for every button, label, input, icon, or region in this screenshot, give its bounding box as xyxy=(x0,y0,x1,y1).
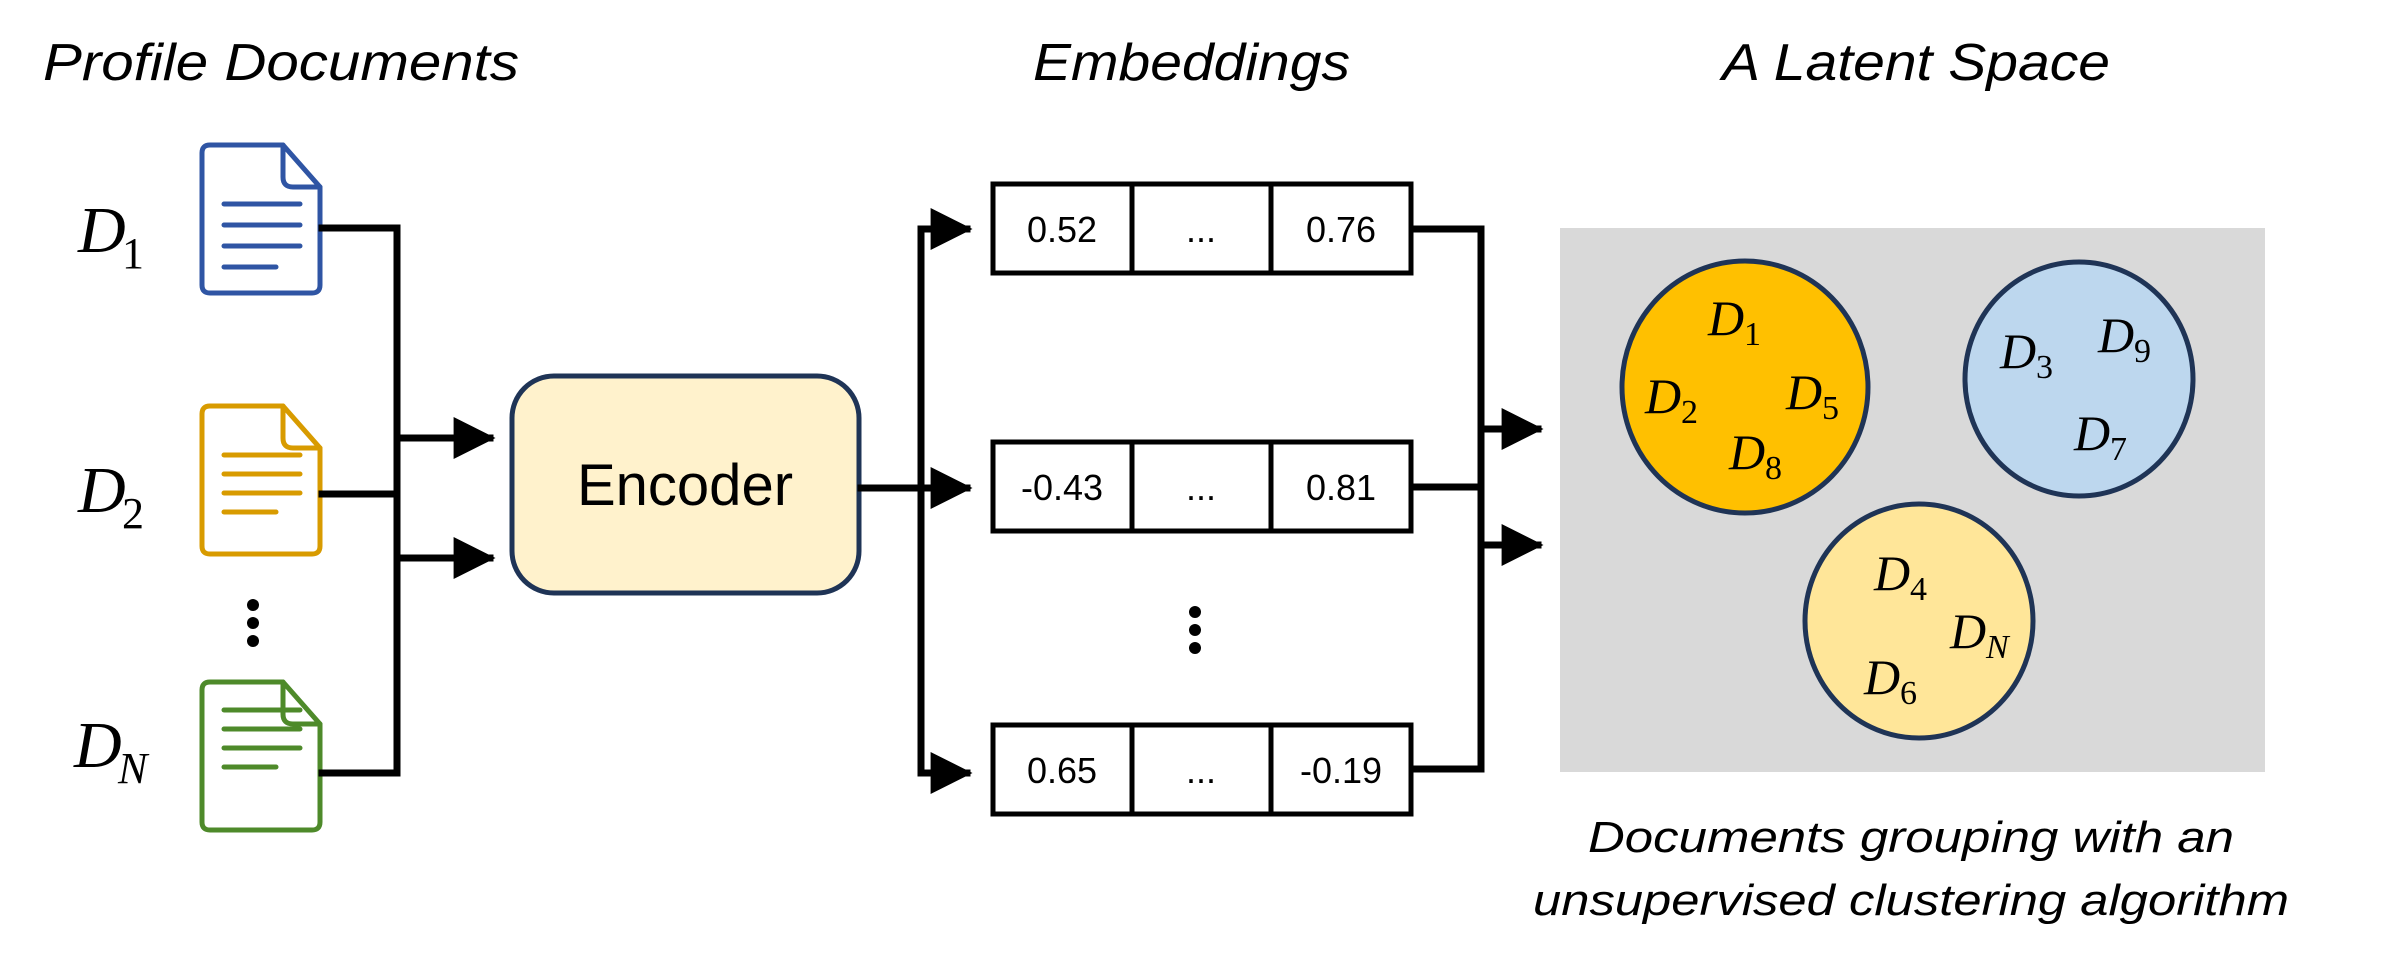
document-icon-d1 xyxy=(199,142,323,296)
document-icon-d2 xyxy=(199,403,323,557)
svg-text:8: 8 xyxy=(1765,450,1782,487)
svg-text:2: 2 xyxy=(1681,394,1698,431)
embedding-cell: ... xyxy=(1186,750,1216,791)
embedding-cell: -0.43 xyxy=(1021,467,1103,508)
latent-space-caption-line2: unsupervised clustering algorithm xyxy=(1533,876,2289,925)
embeddings-to-latent-connector xyxy=(1409,225,1544,773)
header-latent-space: A Latent Space xyxy=(1719,34,2110,92)
svg-text:D: D xyxy=(2073,405,2110,461)
svg-text:D: D xyxy=(77,194,126,267)
embedding-vector-2: -0.43 ... 0.81 xyxy=(990,439,1414,534)
svg-text:6: 6 xyxy=(1900,675,1917,712)
svg-text:D: D xyxy=(2097,307,2134,363)
svg-text:5: 5 xyxy=(1822,390,1839,427)
svg-text:1: 1 xyxy=(1744,316,1761,353)
embedding-cell: 0.52 xyxy=(1027,209,1097,250)
svg-text:D: D xyxy=(1999,323,2036,379)
doc-label-dn: D N xyxy=(73,709,150,793)
svg-text:D: D xyxy=(1728,424,1765,480)
svg-text:D: D xyxy=(1873,545,1910,601)
svg-text:N: N xyxy=(117,744,150,793)
svg-text:D: D xyxy=(1644,368,1681,424)
latent-space-caption-line1: Documents grouping with an xyxy=(1588,813,2234,862)
svg-text:D: D xyxy=(73,709,122,782)
svg-text:3: 3 xyxy=(2036,349,2053,386)
embedding-cell: ... xyxy=(1186,467,1216,508)
embeddings-ellipsis xyxy=(1189,606,1201,654)
encoder-label: Encoder xyxy=(577,453,793,518)
encoder-to-embeddings-connector xyxy=(857,208,973,794)
svg-text:4: 4 xyxy=(1910,571,1927,608)
embedding-cell: -0.19 xyxy=(1300,750,1382,791)
header-profile-documents: Profile Documents xyxy=(43,34,519,92)
documents-to-encoder-connector xyxy=(318,224,496,777)
embedding-cell: ... xyxy=(1186,209,1216,250)
document-icon-dn xyxy=(199,679,323,833)
svg-text:7: 7 xyxy=(2110,431,2127,468)
embedding-cell: 0.81 xyxy=(1306,467,1376,508)
svg-text:D: D xyxy=(1785,364,1822,420)
embedding-vector-1: 0.52 ... 0.76 xyxy=(990,181,1414,276)
encoder-block: Encoder xyxy=(509,373,862,596)
header-embeddings: Embeddings xyxy=(1033,34,1350,92)
svg-text:1: 1 xyxy=(122,229,144,278)
svg-text:D: D xyxy=(1949,603,1986,659)
svg-text:2: 2 xyxy=(122,489,144,538)
svg-text:D: D xyxy=(1863,649,1900,705)
doc-label-d2: D 2 xyxy=(77,454,144,538)
svg-text:9: 9 xyxy=(2134,333,2151,370)
doc-label-d1: D 1 xyxy=(77,194,144,278)
svg-text:N: N xyxy=(1985,629,2011,666)
embedding-cell: 0.65 xyxy=(1027,750,1097,791)
svg-text:D: D xyxy=(77,454,126,527)
svg-text:D: D xyxy=(1707,290,1744,346)
documents-ellipsis xyxy=(247,599,259,647)
embedding-vector-3: 0.65 ... -0.19 xyxy=(990,722,1414,817)
embedding-cell: 0.76 xyxy=(1306,209,1376,250)
